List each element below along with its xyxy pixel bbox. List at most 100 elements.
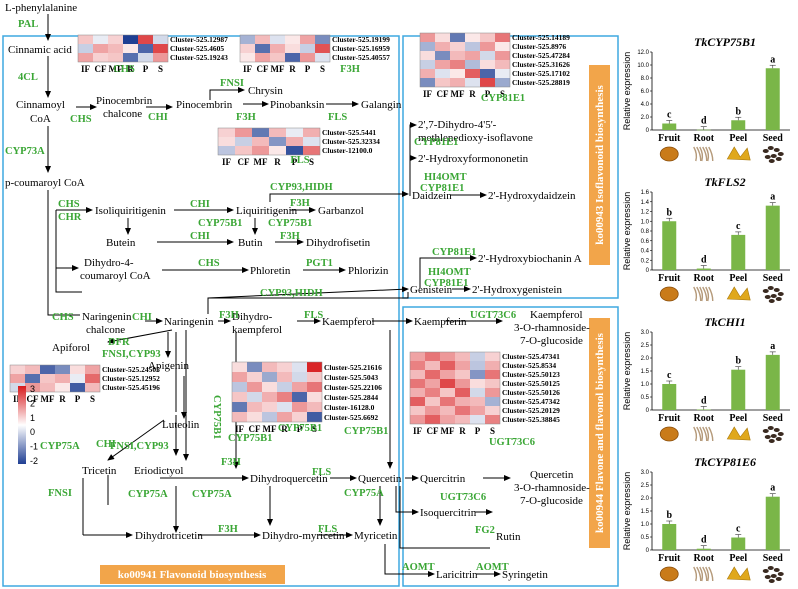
y-tick-label: 6.0 — [641, 89, 650, 95]
y-tick-label: 0.5 — [641, 535, 650, 541]
enzyme-fnsi-2: FNSI — [48, 488, 72, 499]
heatmap-cell — [40, 374, 55, 383]
enzyme-fls: FLS — [328, 112, 347, 123]
heatmap-cell — [440, 415, 455, 424]
heatmap-cell — [232, 402, 247, 412]
heatmap-cell — [277, 402, 292, 412]
heatmap-tissue-label: S — [309, 157, 314, 167]
compound-phlorizin: Phlorizin — [348, 265, 389, 277]
heatmap-cell — [123, 53, 138, 62]
heatmap-cell — [108, 44, 123, 53]
enzyme-cyp81e1: CYP81E1 — [414, 137, 458, 148]
heatmap-cell — [307, 392, 322, 402]
y-tick-label: 1.2 — [641, 210, 650, 216]
heatmap-cell — [240, 44, 255, 53]
compound-chrysin: Chrysin — [248, 85, 283, 97]
heatmap-cell — [25, 374, 40, 383]
heatmap-cell — [70, 374, 85, 383]
heatmap-cell — [425, 415, 440, 424]
heatmap-gene-label: F3H — [340, 64, 360, 75]
heatmap-cell — [465, 60, 480, 69]
heatmap-tissue-label: MF — [41, 394, 55, 404]
compound-quercitrin: Quercitrin — [420, 473, 466, 485]
heatmap-cell — [240, 53, 255, 62]
heatmap-cell — [292, 392, 307, 402]
heatmap-cell — [495, 60, 510, 69]
root-icon — [694, 567, 713, 581]
heatmap-cluster-label: Cluster-525.31626 — [512, 60, 570, 69]
heatmap-cell — [435, 33, 450, 42]
enzyme-chi: CHI — [148, 112, 168, 123]
heatmap-cell — [153, 53, 168, 62]
heatmap-tissue-label: CF — [427, 426, 439, 436]
enzyme-cyp81e1-2: CYP81E1 — [420, 183, 464, 194]
heatmap-cell — [300, 53, 315, 62]
x-category-label: Peel — [729, 273, 747, 284]
heatmap-cell — [70, 383, 85, 392]
heatmap-cell — [425, 406, 440, 415]
heatmap-cluster-label: Cluster-525.20129 — [502, 406, 560, 415]
x-category-label: Root — [693, 553, 714, 564]
heatmap-cell — [420, 42, 435, 51]
enzyme-chi-3: CHI — [190, 231, 210, 242]
heatmap-cell — [480, 51, 495, 60]
y-tick-label: 2.0 — [641, 356, 650, 362]
enzyme-aomt: AOMT — [402, 562, 435, 573]
heatmap-cell — [85, 365, 100, 374]
chart-title: TkCHI1 — [704, 315, 745, 329]
heatmap-cell — [455, 370, 470, 379]
heatmap-cell — [435, 60, 450, 69]
heatmap-cell — [420, 60, 435, 69]
bar — [697, 409, 711, 410]
compound-butin: Butin — [238, 237, 263, 249]
compound-hydroxyformononetin: 2'-Hydroxyformononetin — [418, 153, 529, 165]
compound-dihydrokaempferol-2: kaempferol — [232, 324, 282, 336]
significance-letter: d — [701, 255, 707, 266]
heatmap-cell — [435, 42, 450, 51]
root-icon — [694, 427, 713, 441]
enzyme-cyp81e1-3: CYP81E1 — [432, 247, 476, 258]
x-category-label: Fruit — [658, 273, 681, 284]
heatmap-cell — [485, 406, 500, 415]
heatmap-cell — [485, 370, 500, 379]
heatmap-cluster-label: Cluster-525.47342 — [502, 397, 560, 406]
heatmap-cell — [93, 53, 108, 62]
legend-tick: -1 — [30, 442, 38, 452]
enzyme-f3h-5: F3H — [221, 457, 241, 468]
enzyme-fg2: FG2 — [475, 525, 495, 536]
heatmap-cell — [262, 402, 277, 412]
heatmap-cell — [262, 412, 277, 422]
y-tick-label: 1.5 — [641, 369, 650, 375]
heatmap-cluster-label: Cluster-525.47284 — [512, 51, 570, 60]
panel-label-isoflavonoid: ko00943 Isoflavonoid biosynthesis — [589, 65, 610, 265]
heatmap-gene-label: FLS — [290, 155, 309, 166]
x-category-label: Root — [693, 413, 714, 424]
y-tick-label: 2.0 — [641, 115, 650, 121]
compound-luteolin: Luteolin — [162, 419, 200, 431]
heatmap-cluster-label: Cluster-525.5441 — [322, 128, 376, 137]
legend-tick: 3 — [30, 384, 35, 394]
heatmap-cell — [485, 361, 500, 370]
heatmap-cell — [465, 69, 480, 78]
enzyme-cyp75b1-4: CYP75B1 — [344, 426, 388, 437]
compound-myricetin: Myricetin — [354, 530, 398, 542]
heatmap-cyp75: Cluster-525.21616Cluster-525.5043Cluster… — [232, 362, 382, 434]
bar — [766, 497, 780, 550]
heatmap-cell — [435, 78, 450, 87]
compound-hydroxydaidzein: 2'-Hydroxydaidzein — [488, 190, 576, 202]
enzyme-chs-3: CHS — [198, 258, 220, 269]
y-tick-label: 3.0 — [641, 330, 650, 336]
significance-letter: a — [770, 54, 775, 65]
heatmap-cell — [247, 372, 262, 382]
heatmap-cell — [252, 137, 269, 146]
heatmap-cluster-label: Cluster-525.21616 — [324, 363, 382, 372]
heatmap-cell — [269, 128, 286, 137]
heatmap-cell — [495, 42, 510, 51]
heatmap-cell — [123, 44, 138, 53]
heatmap-tissue-label: CF — [249, 424, 261, 434]
heatmap-cell — [262, 372, 277, 382]
x-category-label: Peel — [729, 413, 747, 424]
peel-icon — [727, 427, 750, 440]
heatmap-cluster-label: Cluster-525.50123 — [502, 370, 560, 379]
